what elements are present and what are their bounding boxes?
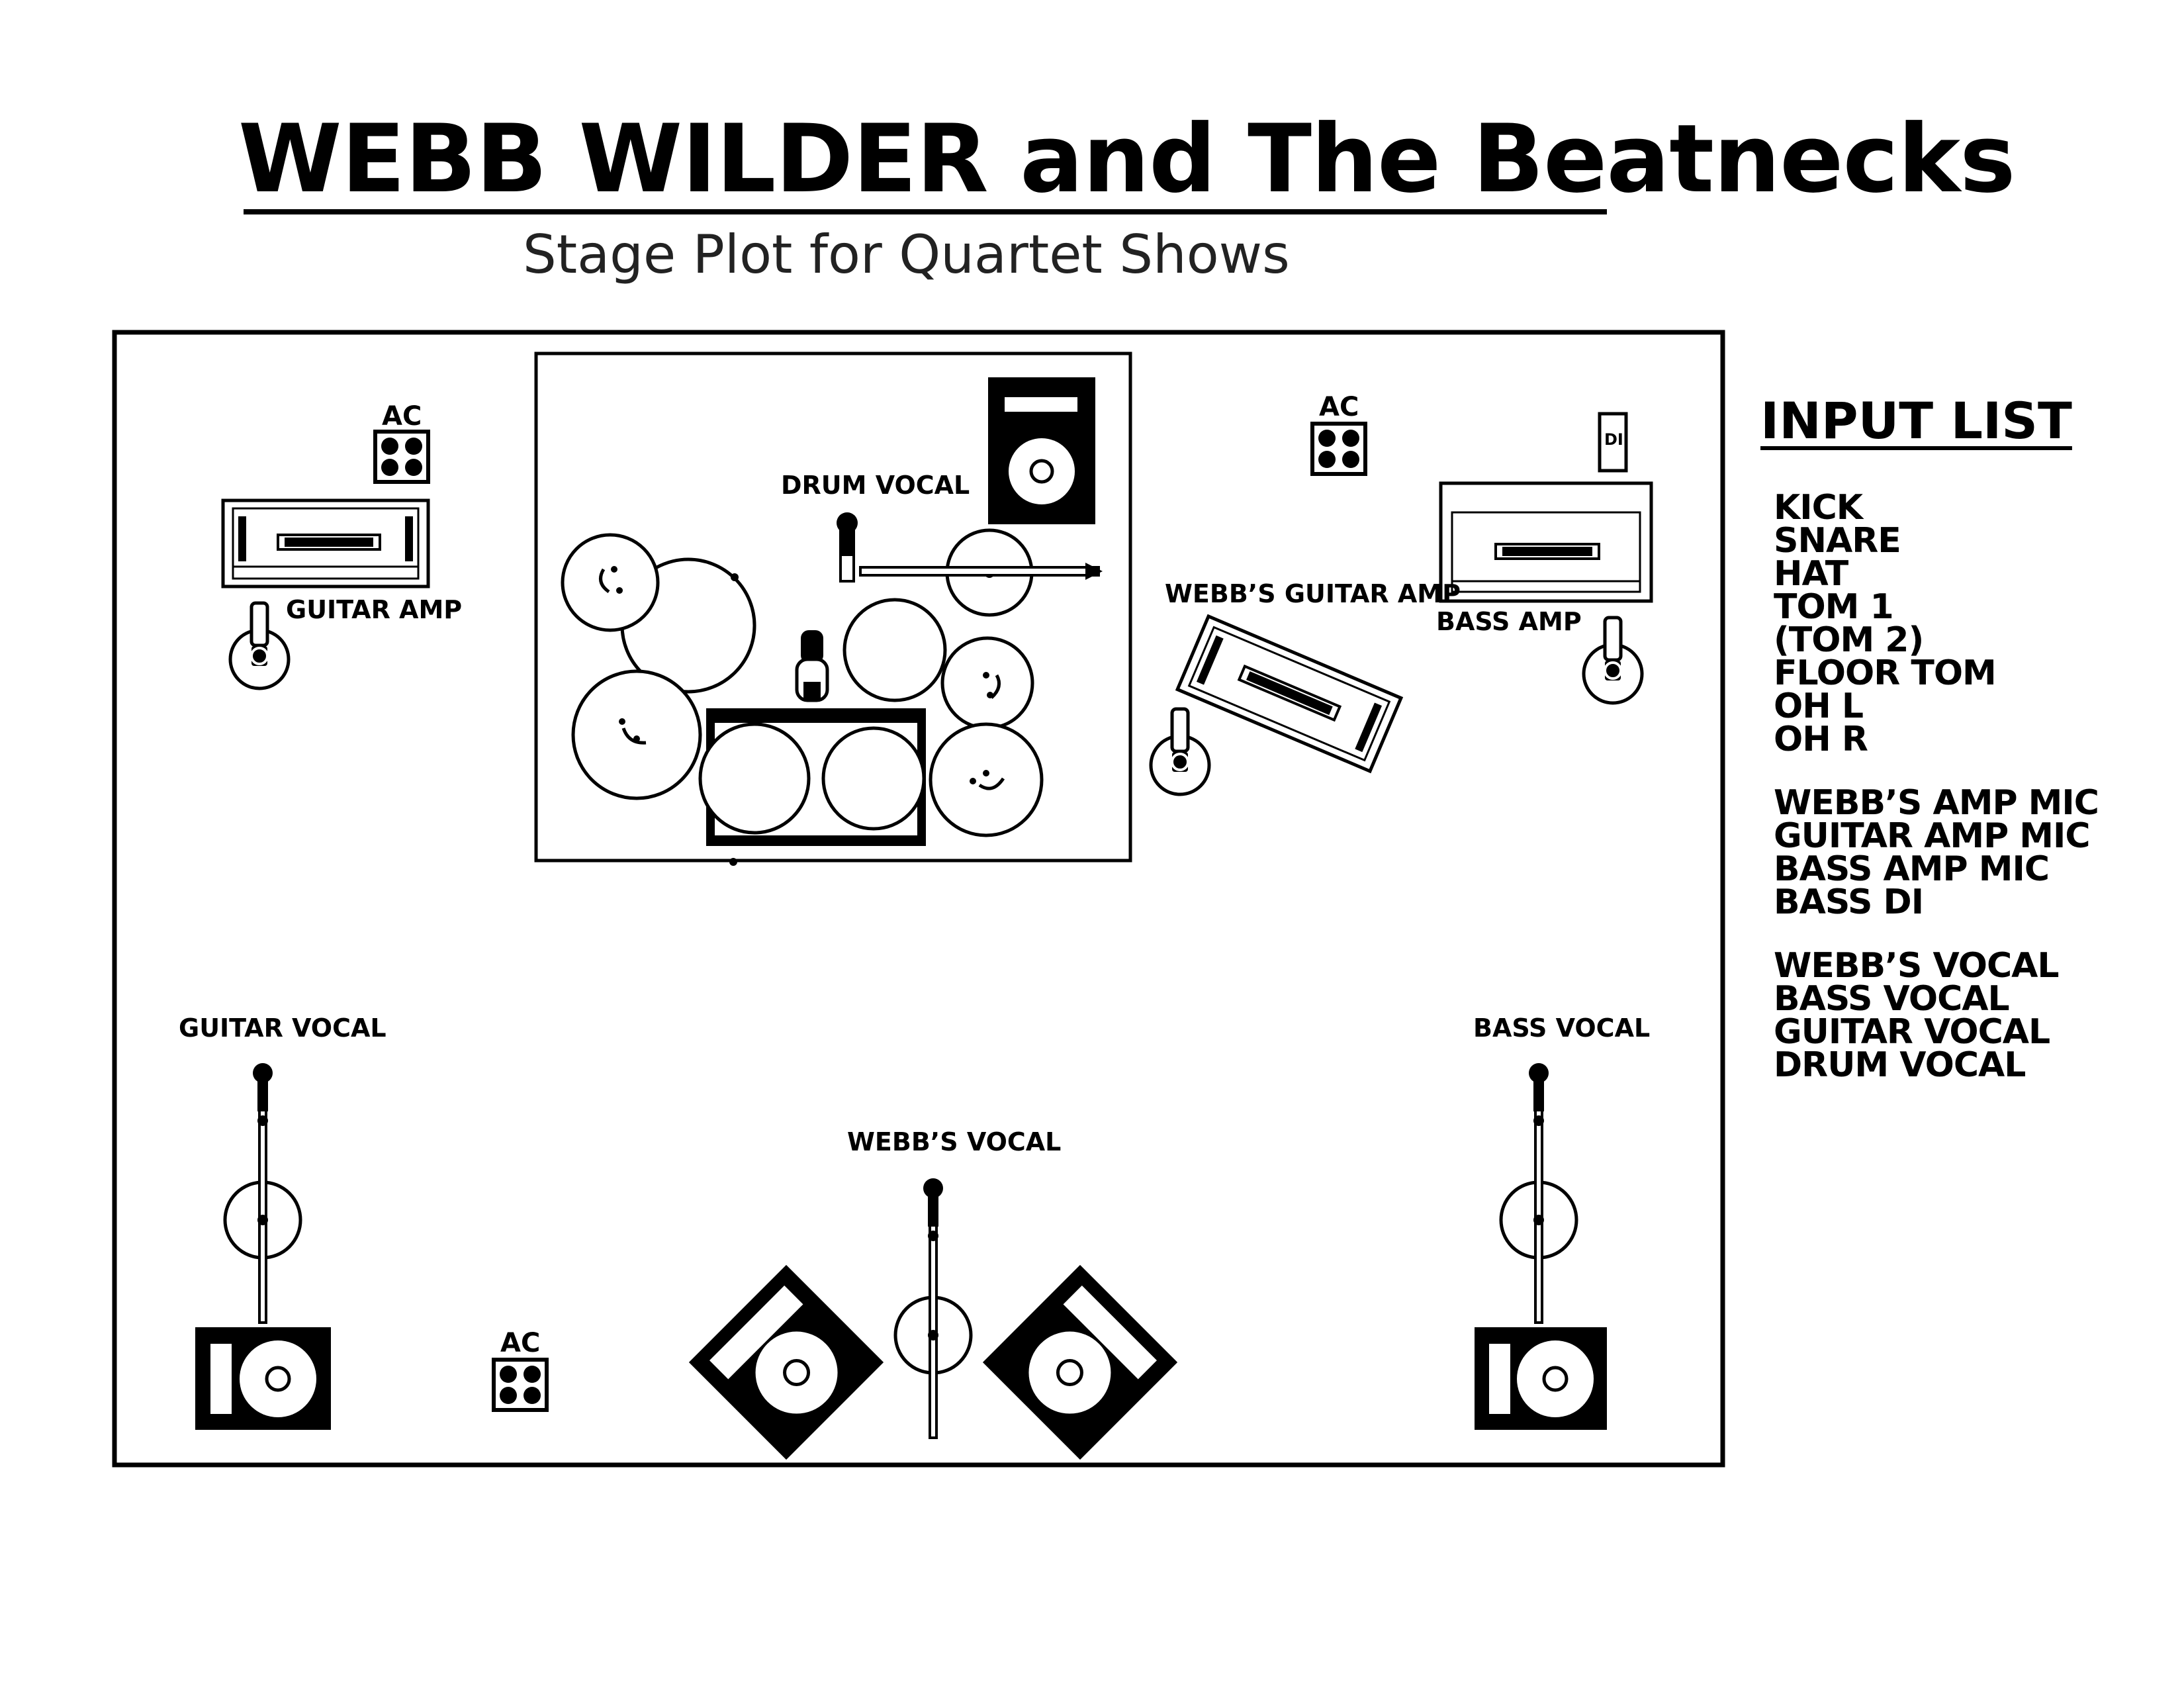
webbs-guitar-amp — [1175, 614, 1404, 774]
di-label: DI — [1604, 430, 1623, 449]
input-list-item: WEBB’S AMP MIC — [1774, 783, 2099, 823]
title-underline — [244, 209, 1607, 214]
bass-vocal-mic-stand — [1501, 1063, 1576, 1323]
drum-fill-speaker — [988, 377, 1095, 524]
bass-vocal-monitor — [1475, 1327, 1607, 1430]
guitar-amp-label: GUITAR AMP — [286, 595, 462, 624]
webbs-guitar-amp-label: WEBB’S GUITAR AMP — [1165, 579, 1461, 608]
guitar-vocal-monitor — [195, 1327, 331, 1430]
input-list-item: TOM 1 — [1774, 587, 1894, 627]
bass-amp — [1439, 481, 1653, 603]
webbs-vocal-wedge-right — [983, 1265, 1177, 1460]
guitar-amp — [221, 498, 430, 588]
input-list-item: OH R — [1774, 720, 1868, 759]
ac-label-downstage: AC — [500, 1328, 540, 1358]
input-list-drums: KICK SNARE HAT TOM 1 (TOM 2) FLOOR TOM O… — [1774, 488, 1997, 759]
webbs-vocal-label: WEBB’S VOCAL — [847, 1127, 1061, 1156]
input-list-vocals: WEBB’S VOCAL BASS VOCAL GUITAR VOCAL DRU… — [1774, 946, 2060, 1085]
input-list-amps: WEBB’S AMP MIC GUITAR AMP MIC BASS AMP M… — [1774, 786, 2099, 919]
ac-label-guitar: AC — [382, 401, 422, 432]
bass-amp-label: BASS AMP — [1436, 607, 1582, 636]
input-list-item: HAT — [1774, 554, 1848, 594]
input-list-item: BASS DI — [1774, 882, 1924, 922]
input-list-item: GUITAR AMP MIC — [1774, 816, 2091, 856]
input-list-item: OH L — [1774, 686, 1864, 726]
bass-amp-mic — [1584, 618, 1642, 703]
webbs-vocal-mic-stand — [895, 1178, 971, 1438]
guitar-vocal-mic-stand — [225, 1063, 300, 1323]
ac-label-center: AC — [1319, 392, 1359, 422]
drum-kit — [561, 512, 1103, 866]
bass-vocal-label: BASS VOCAL — [1473, 1013, 1650, 1043]
webbs-guitar-amp-mic — [1151, 709, 1209, 794]
input-list-item: WEBB’S VOCAL — [1774, 946, 2060, 986]
input-list-item: FLOOR TOM — [1774, 653, 1997, 693]
input-list-item: DRUM VOCAL — [1774, 1045, 2026, 1085]
input-list-item: (TOM 2) — [1774, 620, 1924, 660]
stage-outline — [112, 330, 1725, 1468]
input-list-heading: INPUT LIST — [1760, 391, 2072, 450]
plot-subtitle: Stage Plot for Quartet Shows — [523, 224, 1290, 285]
input-list-item: KICK — [1774, 488, 1863, 528]
ac-box-downstage — [494, 1360, 547, 1410]
input-list-item: SNARE — [1774, 521, 1901, 561]
ac-box-center — [1312, 424, 1365, 474]
di-box: DI — [1598, 412, 1628, 473]
input-list-item: BASS VOCAL — [1774, 979, 2010, 1019]
guitar-amp-mic — [230, 603, 289, 688]
webbs-vocal-wedge-left — [689, 1265, 884, 1460]
input-list-item: BASS AMP MIC — [1774, 849, 2050, 889]
input-list-item: GUITAR VOCAL — [1774, 1012, 2050, 1052]
drum-vocal-label: DRUM VOCAL — [781, 471, 970, 500]
guitar-vocal-label: GUITAR VOCAL — [179, 1013, 387, 1043]
ac-box-guitar — [375, 432, 428, 482]
